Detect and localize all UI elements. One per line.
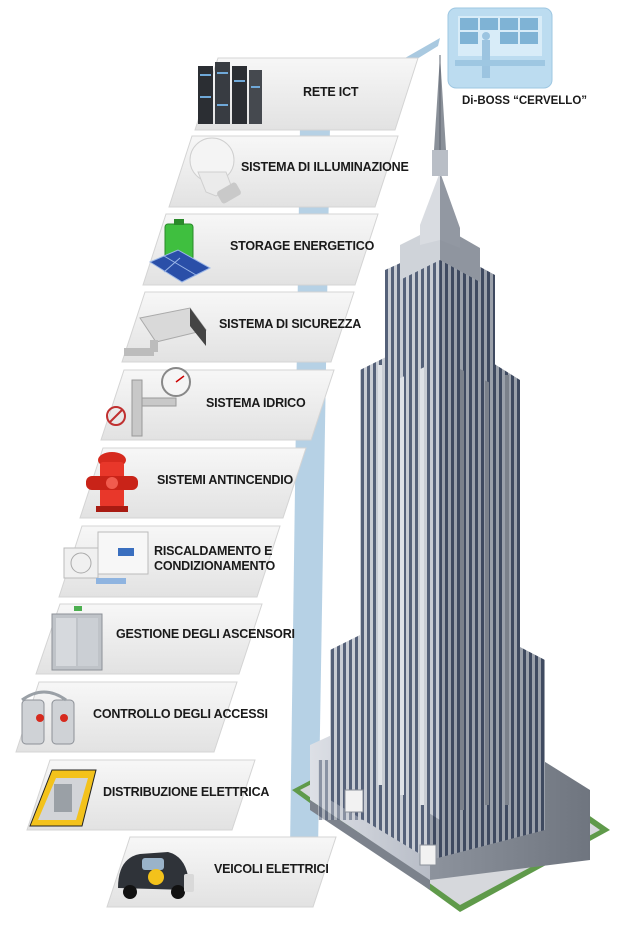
system-panel-antincendio: SISTEMI ANTINCENDIO [79,447,307,519]
brain-connector [405,38,440,62]
system-panel-idrico: SISTEMA IDRICO [100,367,335,441]
brain-label: Di-BOSS “CERVELLO” [462,95,587,107]
system-panel-sicurezza: SISTEMA DI SICUREZZA [121,291,361,363]
system-label: STORAGE ENERGETICO [230,239,375,253]
server-rack-icon [198,62,262,124]
security-camera-icon [124,307,207,356]
electric-car-icon [118,852,194,899]
system-panel-riscaldamento: RISCALDAMENTO E CONDIZIONAMENTO [58,525,281,598]
battery-solar-icon [148,219,212,283]
system-label: VEICOLI ELETTRICI [214,862,329,876]
system-label: SISTEMI ANTINCENDIO [157,473,293,487]
system-panel-accessi: CONTROLLO DEGLI ACCESSI [15,681,268,753]
brain-control-room [447,7,553,89]
system-label-line1: RISCALDAMENTO E [154,544,272,558]
system-label: SISTEMA DI SICUREZZA [219,317,361,331]
system-panel-rete-ict: RETE ICT [194,57,419,131]
elevator-icon [51,606,103,671]
system-label-line2: CONDIZIONAMENTO [154,559,276,573]
light-bulb-icon [189,137,241,204]
hvac-unit-icon [63,531,149,584]
system-label: RETE ICT [303,85,359,99]
system-panel-veicoli: VEICOLI ELETTRICI [106,836,337,908]
skyscraper [292,55,610,912]
turnstile-icon [21,690,75,745]
system-label: GESTIONE DEGLI ASCENSORI [116,627,295,641]
system-panel-distribuzione: DISTRIBUZIONE ELETTRICA [26,759,270,831]
system-panel-ascensori: GESTIONE DEGLI ASCENSORI [35,603,295,675]
system-label: SISTEMA DI ILLUMINAZIONE [241,160,409,174]
electrical-panel-icon [29,769,97,827]
fire-hydrant-icon [86,452,138,512]
system-label: CONTROLLO DEGLI ACCESSI [93,707,268,721]
water-pipe-gauge-icon [106,367,191,437]
system-panel-illuminazione: SISTEMA DI ILLUMINAZIONE [168,135,409,208]
system-label: SISTEMA IDRICO [206,396,306,410]
system-label: DISTRIBUZIONE ELETTRICA [103,785,269,799]
system-panel-storage: STORAGE ENERGETICO [142,213,379,286]
